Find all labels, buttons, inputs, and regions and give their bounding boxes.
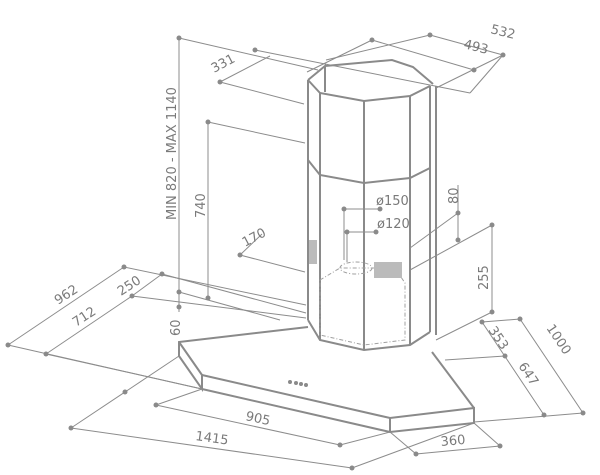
control-buttons-icon [288,380,292,384]
label-740: 740 [194,193,209,218]
dimension-lines [7,34,584,469]
label-962: 962 [52,282,81,308]
label-532: 532 [489,22,517,43]
canopy [178,326,475,434]
label-80: 80 [447,187,462,204]
label-255: 255 [477,265,492,290]
label-905: 905 [244,409,271,429]
label-height-range: MIN 820 - MAX 1140 [165,87,180,220]
chimney [307,58,437,352]
label-duct-150: ø150 [376,194,409,209]
label-1000: 1000 [543,322,574,358]
label-331: 331 [209,52,238,77]
label-360: 360 [440,433,466,450]
label-duct-120: ø120 [377,217,410,232]
label-1415: 1415 [194,429,229,448]
label-712: 712 [70,304,99,330]
dimension-labels: 532 493 331 MIN 820 - MAX 1140 740 ø150 … [52,22,574,450]
label-60: 60 [169,319,184,336]
vent-grille-icon [309,240,317,264]
label-647: 647 [515,360,541,389]
label-170: 170 [240,226,269,251]
label-493: 493 [462,37,490,58]
vent-grille-icon [374,262,402,278]
dimension-dots [5,32,586,471]
label-250: 250 [115,273,144,299]
label-353: 353 [485,324,511,353]
